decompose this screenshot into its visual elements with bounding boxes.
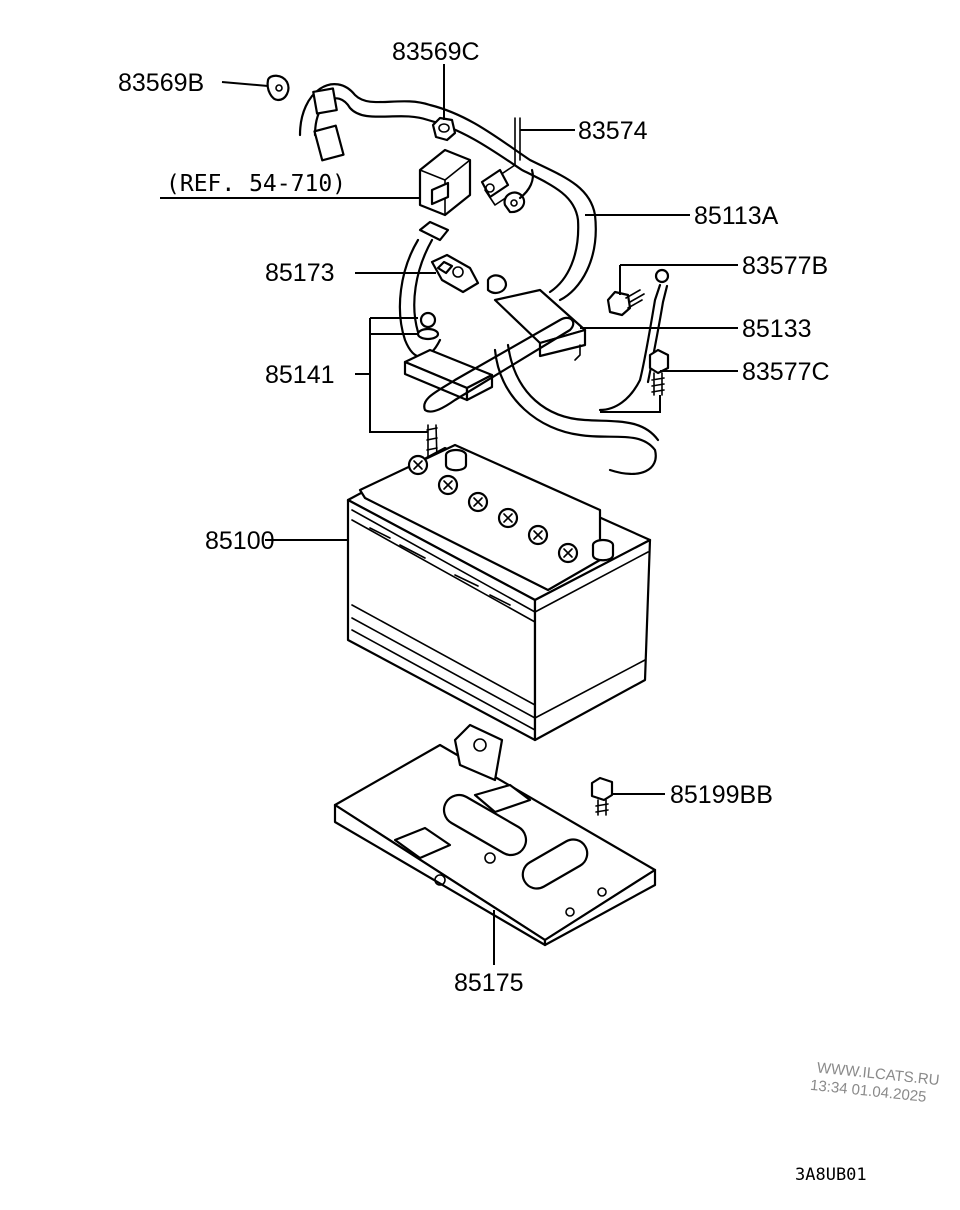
watermark: WWW.ILCATS.RU 13:34 01.04.2025 <box>809 1059 940 1105</box>
cable-harness-85113A[interactable] <box>298 83 660 475</box>
label-85199BB[interactable]: 85199BB <box>670 781 773 809</box>
cable-terminal[interactable] <box>503 168 534 214</box>
label-85100[interactable]: 85100 <box>205 527 275 555</box>
relay-box[interactable] <box>418 148 472 217</box>
nut-83569C[interactable] <box>431 116 457 142</box>
terminal-clamp-85173[interactable] <box>418 220 508 294</box>
label-83577B[interactable]: 83577B <box>742 252 828 280</box>
label-85141[interactable]: 85141 <box>265 361 335 389</box>
label-85175[interactable]: 85175 <box>454 969 524 997</box>
label-85113A[interactable]: 85113A <box>694 202 779 230</box>
cell-caps <box>407 454 579 564</box>
label-83569B[interactable]: 83569B <box>118 69 204 97</box>
bolt-85199BB[interactable] <box>590 776 614 816</box>
diagram-code: 3A8UB01 <box>795 1165 867 1185</box>
holder-85133[interactable] <box>493 288 587 361</box>
reference-label[interactable]: (REF. 54-710) <box>166 171 346 197</box>
leader-lines <box>160 64 738 965</box>
battery-85100[interactable] <box>346 443 652 742</box>
strap-83574[interactable] <box>480 117 521 206</box>
clip-83569B[interactable] <box>266 74 290 102</box>
label-85173[interactable]: 85173 <box>265 259 335 287</box>
bolt-83577B[interactable] <box>606 289 645 317</box>
label-83577C[interactable]: 83577C <box>742 358 830 386</box>
battery-tray-85175[interactable] <box>333 723 657 947</box>
label-83574[interactable]: 83574 <box>578 117 648 145</box>
ground-cable[interactable] <box>598 268 670 412</box>
bolt-83577C[interactable] <box>648 348 670 396</box>
label-85133[interactable]: 85133 <box>742 315 812 343</box>
label-83569C[interactable]: 83569C <box>392 38 480 66</box>
